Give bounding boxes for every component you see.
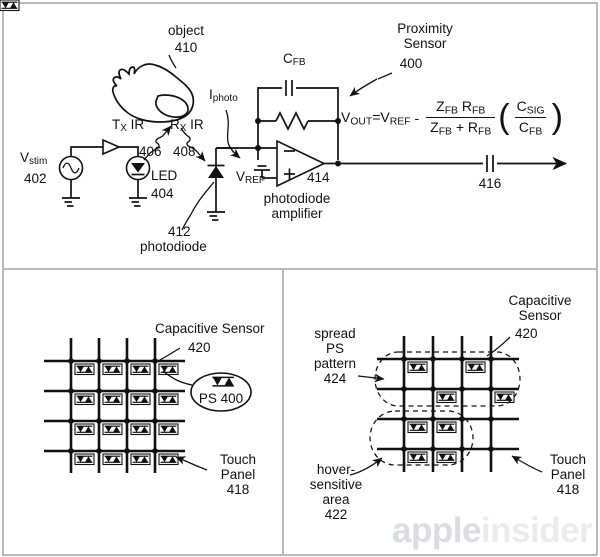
photodiode-to-amp-wire [216, 147, 259, 160]
right-touch-panel-arrow [511, 455, 543, 473]
formula-capacitance-ratio: CSIG CFB [513, 98, 549, 138]
vout-formula: VOUT=VREF - ZFB RFB ZFB + RFB ( CSIG CFB… [341, 98, 563, 138]
right-touch-grid-group [349, 336, 543, 476]
photodiode-symbol [181, 147, 232, 231]
led-ref: 404 [151, 186, 174, 201]
output-wire-group [338, 155, 568, 172]
hover-area-arrow [349, 457, 383, 476]
led-symbol [125, 155, 151, 207]
ps-400-badge-label: PS 400 [198, 391, 244, 406]
left-touch-panel-label: Touch Panel 418 [219, 452, 257, 498]
feedback-resistor-branch [255, 111, 341, 131]
rx-ref: 408 [173, 144, 196, 159]
left-cap-sensor-leader [155, 347, 181, 363]
formula-impedance-fraction: ZFB RFB ZFB + RFB [426, 98, 496, 138]
panel-border-left [2, 2, 4, 555]
iphoto-label: Iphoto [209, 87, 238, 105]
panel-border-bottom [2, 554, 597, 556]
vref-label: VREF [236, 169, 265, 187]
panel-divider-horizontal [2, 268, 597, 270]
object-label: object [167, 23, 205, 38]
upper-hover-region-dashed [374, 351, 521, 407]
feedback-capacitor-branch [257, 80, 339, 160]
left-capacitive-sensor-ref: 420 [188, 340, 211, 355]
formula-denominator: ZFB + RFB [426, 117, 496, 138]
tx-ref: 406 [139, 144, 162, 159]
left-touch-panel-arrow [175, 456, 208, 471]
object-leader [168, 54, 177, 69]
led-label: LED [151, 168, 178, 183]
proximity-sensor-leader [377, 72, 393, 80]
right-cap-sensor-leader [486, 336, 511, 357]
right-capacitive-sensor-label: Capacitive Sensor [508, 293, 572, 324]
photodiode-amplifier-label: photodiode amplifier [263, 191, 331, 222]
object-ref: 410 [174, 40, 198, 55]
formula-numerator: ZFB RFB [436, 98, 486, 117]
formula-close-paren: ) [551, 98, 563, 137]
driver-buffer-symbol [102, 138, 139, 157]
top-circuit-group [58, 54, 568, 231]
formula-minus: - [414, 109, 420, 126]
panel-divider-vertical [282, 268, 284, 555]
rx-ir-label: RX IR [170, 117, 204, 135]
photodiode-label: photodiode [140, 239, 207, 254]
left-grid-nodes [68, 358, 158, 454]
appleinsider-watermark: appleinsider [392, 511, 593, 550]
cfb-label: CFB [283, 51, 306, 69]
formula-open-paren: ( [498, 98, 510, 137]
photodiode-ref: 412 [168, 224, 191, 239]
opamp-ref: 414 [307, 170, 330, 185]
formula-ratio-numerator: CSIG [516, 98, 545, 117]
spread-ps-pattern-label: spread PS pattern 424 [313, 326, 357, 387]
ps-sensor-glyph [0, 0, 20, 12]
right-capacitive-sensor-ref: 420 [515, 326, 538, 341]
hover-sensitive-area-label: hover- sensitive area 422 [309, 462, 363, 523]
rx-ir-arrow [180, 127, 206, 162]
left-touch-grid-group [0, 0, 252, 473]
vref-battery-symbol [254, 165, 270, 178]
ps-400-badge [162, 370, 252, 412]
formula-lhs: VOUT=VREF [341, 108, 411, 127]
right-touch-panel-label: Touch Panel 418 [549, 452, 587, 498]
proximity-sensor-label: Proximity Sensor [397, 21, 453, 52]
spread-ps-arrow [357, 373, 385, 383]
panel-border-top [2, 2, 597, 4]
vstim-source-symbol [58, 146, 103, 207]
object-hand-shape [111, 63, 195, 123]
proximity-sensor-ref: 400 [399, 56, 423, 71]
formula-ratio-denominator: CFB [514, 117, 547, 138]
tx-ir-label: TX IR [112, 117, 145, 135]
right-grid-nodes [401, 356, 494, 452]
iphoto-arrow [225, 109, 241, 159]
lower-hover-region-dashed [369, 410, 474, 466]
output-cap-ref: 416 [478, 176, 502, 191]
vstim-ref: 402 [24, 171, 47, 186]
vstim-label: Vstim [20, 150, 48, 168]
tx-ir-arrow [143, 125, 172, 161]
panel-border-right [596, 2, 598, 555]
opamp-symbol [255, 139, 341, 188]
proximity-sensor-arrow [349, 78, 378, 97]
left-capacitive-sensor-label: Capacitive Sensor [155, 321, 265, 336]
